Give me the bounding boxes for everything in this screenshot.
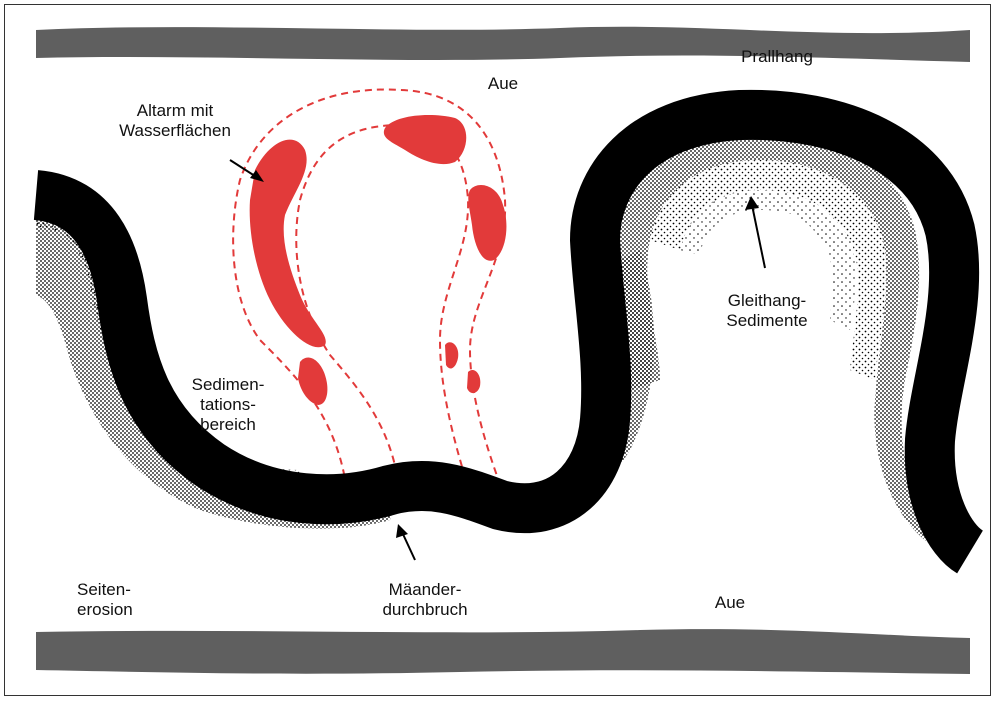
label-sedimentation: Sedimen- tations- bereich	[178, 375, 278, 435]
label-aue-top: Aue	[478, 74, 528, 94]
label-maanderdurchbruch: Mäander- durchbruch	[365, 580, 485, 620]
label-aue-bottom: Aue	[705, 593, 755, 613]
oxbow-lake	[233, 90, 510, 510]
bottom-floodplain-band	[36, 629, 970, 674]
label-prallhang: Prallhang	[722, 47, 832, 67]
label-gleithang: Gleithang- Sedimente	[712, 291, 822, 331]
label-altarm: Altarm mit Wasserflächen	[100, 101, 250, 141]
label-seitenerosion: Seiten- erosion	[77, 580, 177, 620]
